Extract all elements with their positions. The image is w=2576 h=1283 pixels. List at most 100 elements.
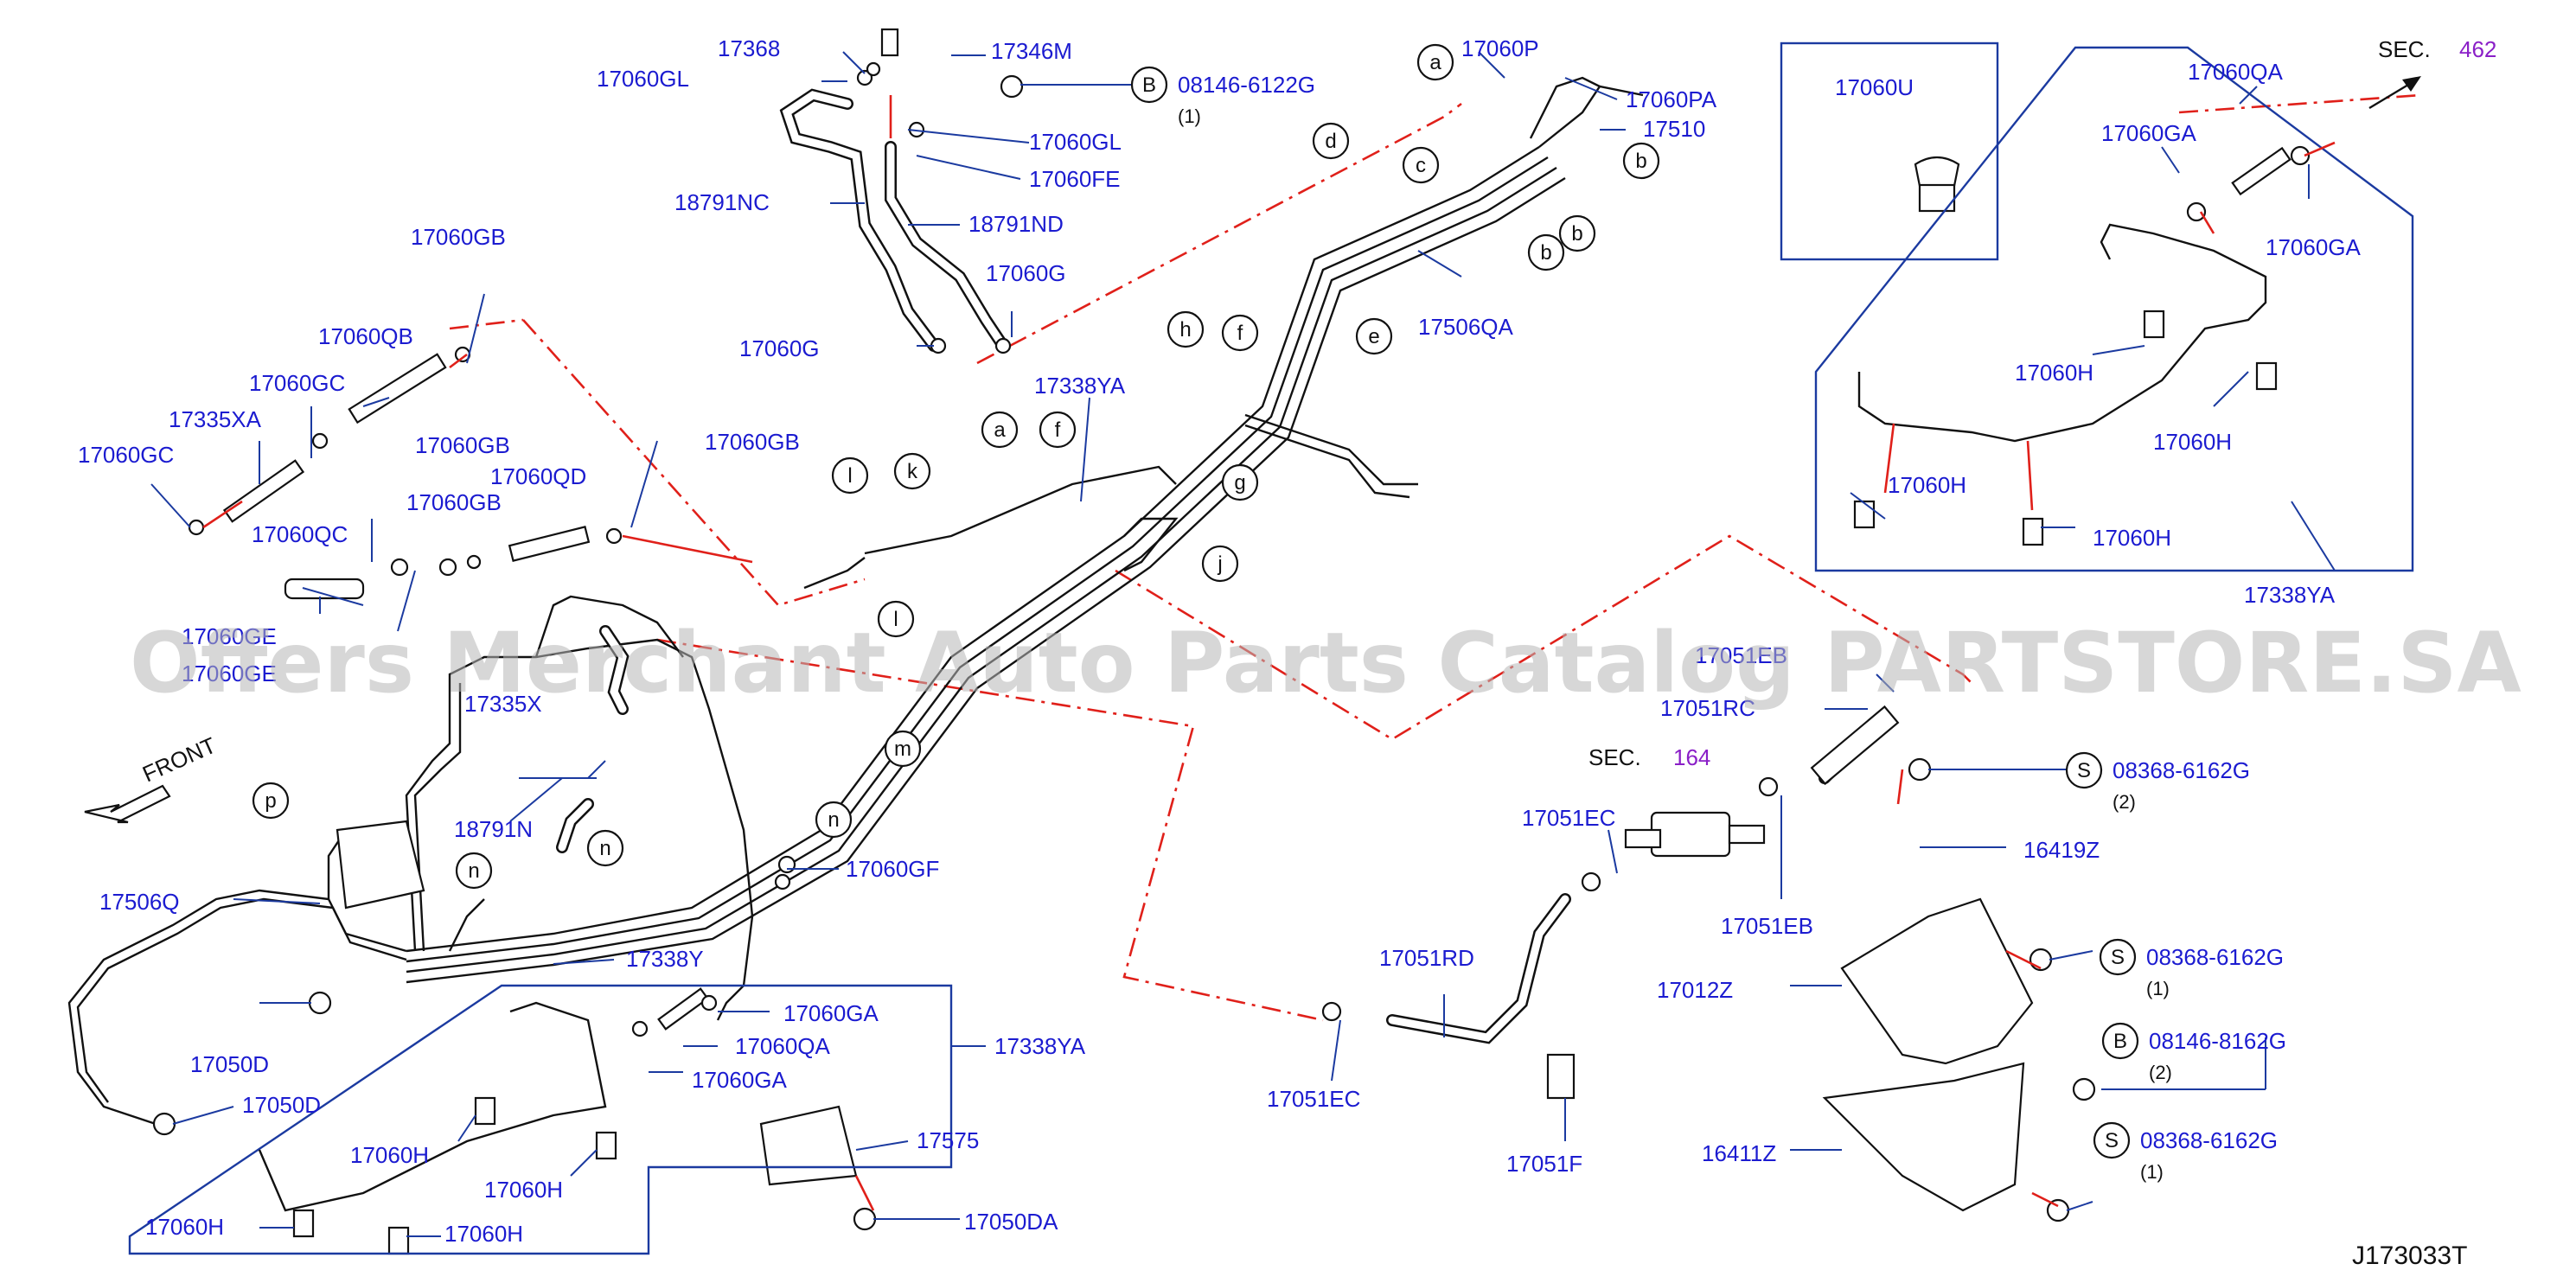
callout-n: n	[586, 829, 624, 867]
label-17060g: 17060G	[739, 335, 820, 361]
svg-text:f: f	[1055, 418, 1061, 442]
fastener-b-08146-8162g: B 08146-8162G (2)	[2101, 1022, 2286, 1083]
callout-d: d	[1312, 122, 1350, 160]
label-17060h: 17060H	[2015, 360, 2093, 386]
svg-text:n: n	[468, 859, 479, 883]
label-17060pa: 17060PA	[1626, 86, 1717, 112]
label-17060u: 17060U	[1835, 74, 1914, 100]
svg-text:b: b	[1635, 150, 1646, 173]
svg-text:(2): (2)	[2149, 1062, 2172, 1083]
diagram-code: J173033T	[2352, 1242, 2467, 1270]
svg-text:SEC.: SEC.	[2378, 36, 2431, 62]
svg-text:c: c	[1416, 154, 1426, 177]
svg-text:B: B	[2113, 1030, 2127, 1053]
label-17506q: 17506Q	[99, 889, 180, 915]
callout-b: b	[1622, 142, 1660, 180]
label-17051rc: 17051RC	[1660, 695, 1755, 721]
callout-b: b	[1558, 214, 1596, 252]
label-17346m: 17346M	[991, 38, 1072, 64]
svg-text:08146-6122G: 08146-6122G	[1178, 72, 1315, 98]
svg-text:g: g	[1234, 471, 1245, 495]
label-18791n: 18791N	[454, 816, 533, 842]
label-17338ya: 17338YA	[2244, 582, 2336, 608]
brackets	[336, 820, 2034, 1212]
label-17506qa: 17506QA	[1418, 314, 1514, 340]
svg-text:a: a	[994, 418, 1006, 442]
label-17060gb: 17060GB	[415, 432, 510, 458]
label-17051eb: 17051EB	[1695, 642, 1787, 668]
label-17060ga: 17060GA	[692, 1067, 788, 1093]
callout-m: m	[884, 730, 922, 768]
label-17051f: 17051F	[1506, 1151, 1582, 1177]
leaders	[150, 51, 2336, 1237]
svg-text:(1): (1)	[1178, 105, 1201, 127]
svg-text:(1): (1)	[2140, 1161, 2164, 1183]
tube-parts	[222, 146, 2292, 1031]
label-17051eb: 17051EB	[1721, 913, 1813, 939]
main-pipe-bundle	[406, 76, 1644, 984]
clips	[188, 28, 2311, 1255]
label-17060qa: 17060QA	[735, 1033, 831, 1059]
fastener-b-08146-6122g: B 08146-6122G (1)	[1130, 66, 1315, 127]
label-17051ec: 17051EC	[1522, 805, 1615, 831]
callout-k: k	[893, 452, 931, 490]
callout-l: l	[831, 456, 869, 495]
svg-text:b: b	[1571, 222, 1582, 246]
svg-text:n: n	[599, 837, 610, 860]
label-17050da: 17050DA	[964, 1209, 1058, 1235]
svg-text:08368-6162G: 08368-6162G	[2140, 1127, 2278, 1153]
label-17060gf: 17060GF	[846, 856, 939, 882]
label-17060qc: 17060QC	[252, 521, 348, 547]
label-17060gc: 17060GC	[249, 370, 345, 396]
svg-text:(1): (1)	[2146, 978, 2170, 999]
callout-e: e	[1355, 317, 1393, 355]
fastener-s-08368-6162g-b: S 08368-6162G (1)	[2099, 938, 2284, 999]
label-16411z: 16411Z	[1702, 1140, 1776, 1166]
label-17060ga: 17060GA	[2266, 234, 2362, 260]
label-17060h: 17060H	[145, 1214, 224, 1240]
svg-text:B: B	[1142, 73, 1156, 97]
label-17060gl: 17060GL	[1029, 129, 1122, 155]
label-17060qd: 17060QD	[490, 463, 586, 489]
inset-box-17060u	[1780, 41, 1999, 261]
label-18791nc: 18791NC	[674, 189, 770, 215]
label-17060ge: 17060GE	[182, 623, 277, 649]
label-17060gb: 17060GB	[411, 224, 506, 250]
svg-text:m: m	[894, 737, 911, 761]
label-17335x: 17335X	[464, 691, 542, 717]
label-17060gc: 17060GC	[78, 442, 174, 468]
label-17051ec: 17051EC	[1267, 1086, 1360, 1112]
callout-a: a	[981, 411, 1019, 449]
callout-a: a	[1416, 43, 1454, 81]
inset-box-17338ya	[1814, 46, 2414, 572]
label-17335xa: 17335XA	[169, 406, 262, 432]
section-ref-164: SEC. 164	[1588, 744, 1710, 770]
front-arrow: FRONT	[84, 732, 220, 824]
inset-tube-upper	[1857, 223, 2267, 443]
svg-text:k: k	[907, 460, 918, 483]
svg-text:l: l	[893, 608, 898, 631]
svg-text:S: S	[2077, 759, 2091, 782]
fastener-s-08368-6162g-a: S 08368-6162G (2)	[2065, 751, 2250, 813]
callout-c: c	[1402, 146, 1440, 184]
svg-text:f: f	[1237, 322, 1243, 345]
svg-text:08368-6162G: 08368-6162G	[2113, 757, 2250, 783]
watermark: Offers Merchant Auto Parts Catalog PARTS…	[130, 615, 2522, 712]
label-17060fe: 17060FE	[1029, 166, 1121, 192]
label-17338ya: 17338YA	[994, 1033, 1086, 1059]
svg-text:S: S	[2111, 946, 2125, 969]
label-17060qa: 17060QA	[2188, 59, 2284, 85]
label-17060p: 17060P	[1461, 35, 1539, 61]
label-17060ge: 17060GE	[182, 661, 277, 686]
label-17338ya: 17338YA	[1034, 373, 1126, 399]
label-17338y: 17338Y	[626, 946, 704, 972]
inset-tube-lower	[258, 1001, 607, 1212]
red-connectors	[202, 95, 2336, 1211]
callout-b: b	[1527, 233, 1565, 271]
label-17060h: 17060H	[2153, 429, 2232, 455]
section-ref-462: SEC. 462	[2368, 36, 2496, 110]
label-17060gb: 17060GB	[406, 489, 502, 515]
svg-text:j: j	[1217, 552, 1222, 576]
label-17060h: 17060H	[2093, 525, 2171, 551]
